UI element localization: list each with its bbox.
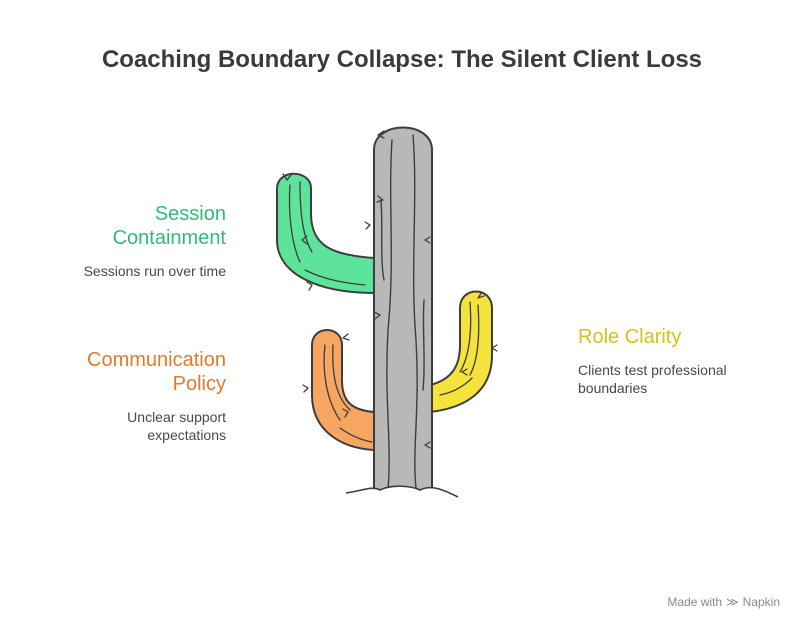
communication-policy-description: Unclear support expectations (40, 408, 226, 444)
communication-policy-description-line2: expectations (147, 427, 226, 443)
napkin-brand: Napkin (742, 595, 780, 609)
trunk-texture (380, 134, 425, 491)
made-with-text: Made with (667, 595, 723, 609)
green-arm (276, 172, 375, 295)
yellow-arm (429, 290, 493, 414)
role-clarity-description: Clients test professional boundaries (578, 361, 778, 397)
page-title: Coaching Boundary Collapse: The Silent C… (101, 46, 703, 73)
communication-policy-label: Communication Policy Unclear support exp… (40, 348, 226, 444)
role-clarity-description-line2: boundaries (578, 380, 648, 396)
arm-texture (288, 181, 480, 443)
ground (345, 485, 459, 498)
role-clarity-label: Role Clarity Clients test professional b… (578, 325, 778, 397)
session-containment-heading-line2: Containment (112, 227, 226, 249)
communication-policy-description-line1: Unclear support (127, 409, 226, 425)
orange-arm (311, 329, 375, 452)
session-containment-heading: Session Containment (40, 202, 226, 250)
communication-policy-heading-line2: Policy (172, 373, 226, 395)
session-containment-heading-line1: Session (154, 203, 226, 225)
role-clarity-description-line1: Clients test professional (578, 362, 727, 378)
session-containment-label: Session Containment Sessions run over ti… (40, 202, 226, 280)
session-containment-description: Sessions run over time (83, 263, 226, 279)
communication-policy-heading: Communication Policy (40, 348, 226, 396)
napkin-logo-icon: ≫ (726, 595, 739, 609)
role-clarity-heading: Role Clarity (578, 326, 682, 348)
footer: Made with ≫ Napkin (667, 595, 780, 609)
spines (282, 130, 498, 449)
communication-policy-heading-line1: Communication (87, 349, 226, 371)
